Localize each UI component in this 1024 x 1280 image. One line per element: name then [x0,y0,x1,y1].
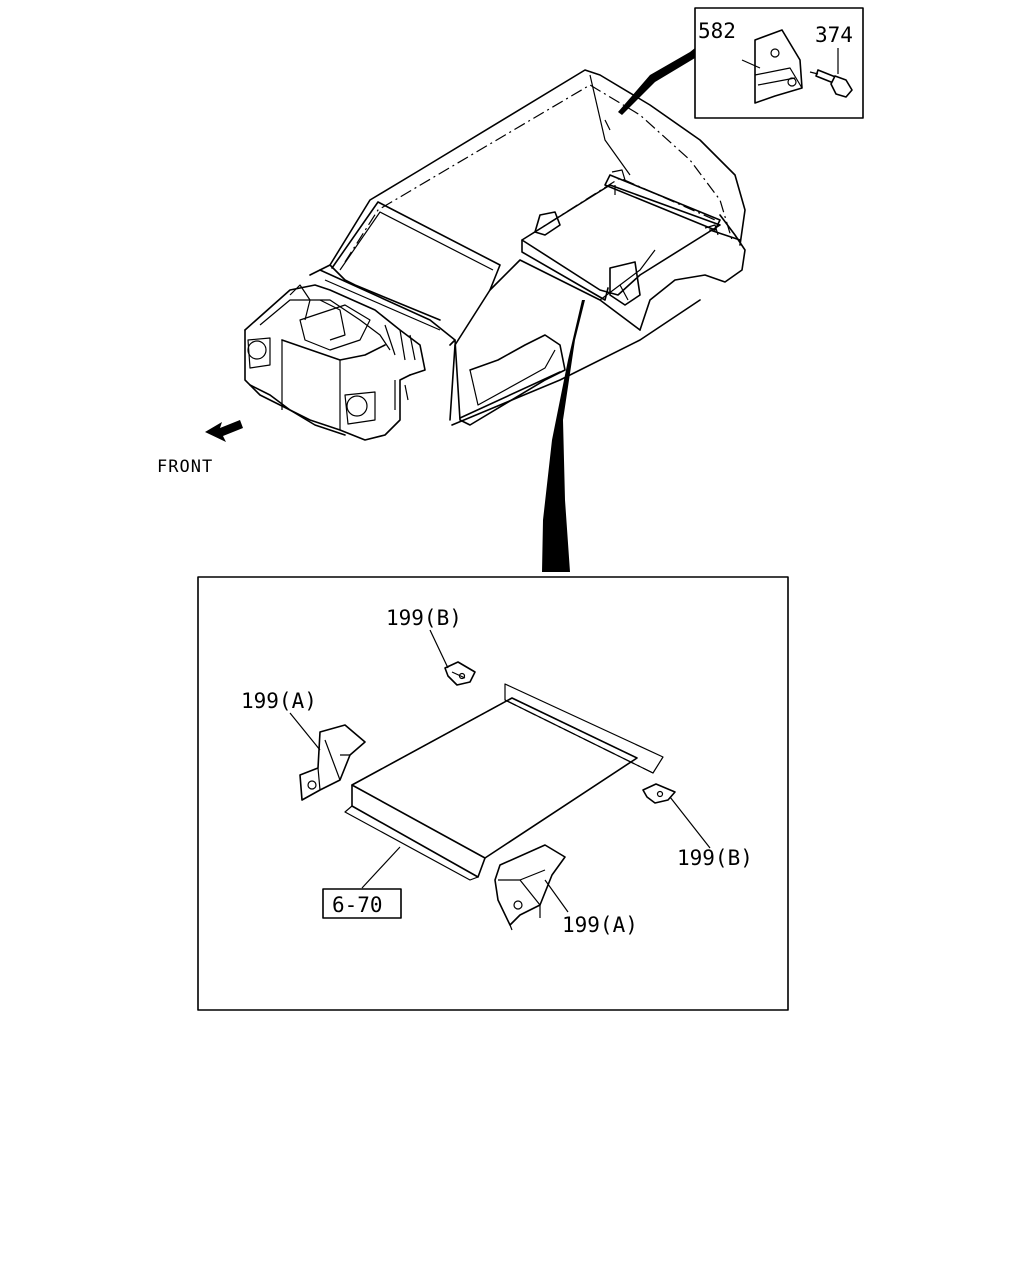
front-arrow-icon [205,420,243,442]
detail-box-bolt [618,7,864,119]
reference-6-70: 6-70 [332,893,383,917]
callout-199a-left: 199(A) [241,689,317,713]
detail-leader [542,300,585,572]
front-label: FRONT [157,457,213,477]
callout-199b-right: 199(B) [677,846,753,870]
part-number-374: 374 [815,23,853,47]
detail-box-floor [197,576,789,1011]
bolt-icon [809,69,853,98]
callout-199a-bottom: 199(A) [562,913,638,937]
part-number-582: 582 [698,19,736,43]
callout-199b-top: 199(B) [386,606,462,630]
vehicle-body [244,69,746,441]
